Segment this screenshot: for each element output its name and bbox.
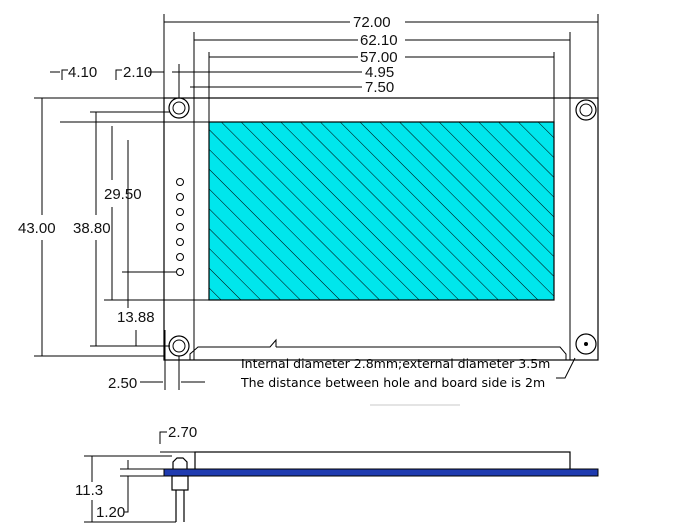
mounting-hole-top-left [168, 97, 190, 119]
dim-labels-side: 2.70 11.3 1.20 [75, 424, 197, 521]
dim-29-50-label: 29.50 [104, 186, 142, 203]
dim-13-88-label: 13.88 [117, 309, 155, 326]
side-board [163, 468, 599, 477]
note-hole-diameter: Internal diameter 2.8mm;external diamete… [241, 356, 550, 371]
dim-labels-left: 43.00 38.80 29.50 13.88 2.50 [18, 186, 155, 392]
dim-43-label: 43.00 [18, 220, 56, 237]
mounting-hole-bottom-right [575, 333, 597, 355]
board-bottom-notch-right [450, 346, 567, 360]
dim-57-label: 57.00 [360, 49, 398, 66]
dim-labels-top: 72.00 62.10 57.00 4.95 7.50 [353, 14, 398, 96]
dim-72-label: 72.00 [353, 14, 391, 31]
dim-lines-top-left [50, 69, 164, 80]
dim-1-20-label: 1.20 [96, 504, 125, 521]
dim-38-80-label: 38.80 [73, 220, 111, 237]
dim-7-50-label: 7.50 [365, 79, 394, 96]
mounting-hole-top-right [575, 99, 597, 121]
board-outline [163, 97, 599, 361]
display-hatch [209, 122, 554, 300]
board-bottom-notch-left [189, 338, 277, 360]
dim-2-70-label: 2.70 [168, 424, 197, 441]
pin-header [176, 178, 184, 276]
dim-11-3-label: 11.3 [75, 482, 103, 499]
dim-lines-top [163, 14, 599, 122]
note-leader [556, 357, 576, 379]
side-view [163, 451, 599, 522]
dim-2-50-label: 2.50 [108, 375, 137, 392]
dim-2-10-label: 2.10 [123, 64, 152, 81]
dim-lines-left [34, 97, 209, 390]
dim-62-label: 62.10 [360, 32, 398, 49]
mounting-hole-bottom-left [168, 335, 190, 357]
dim-4-95-label: 4.95 [365, 64, 394, 81]
note-hole-distance: The distance between hole and board side… [240, 375, 545, 390]
dim-4-10-label: 4.10 [68, 64, 97, 81]
dim-lines-side [84, 431, 195, 523]
